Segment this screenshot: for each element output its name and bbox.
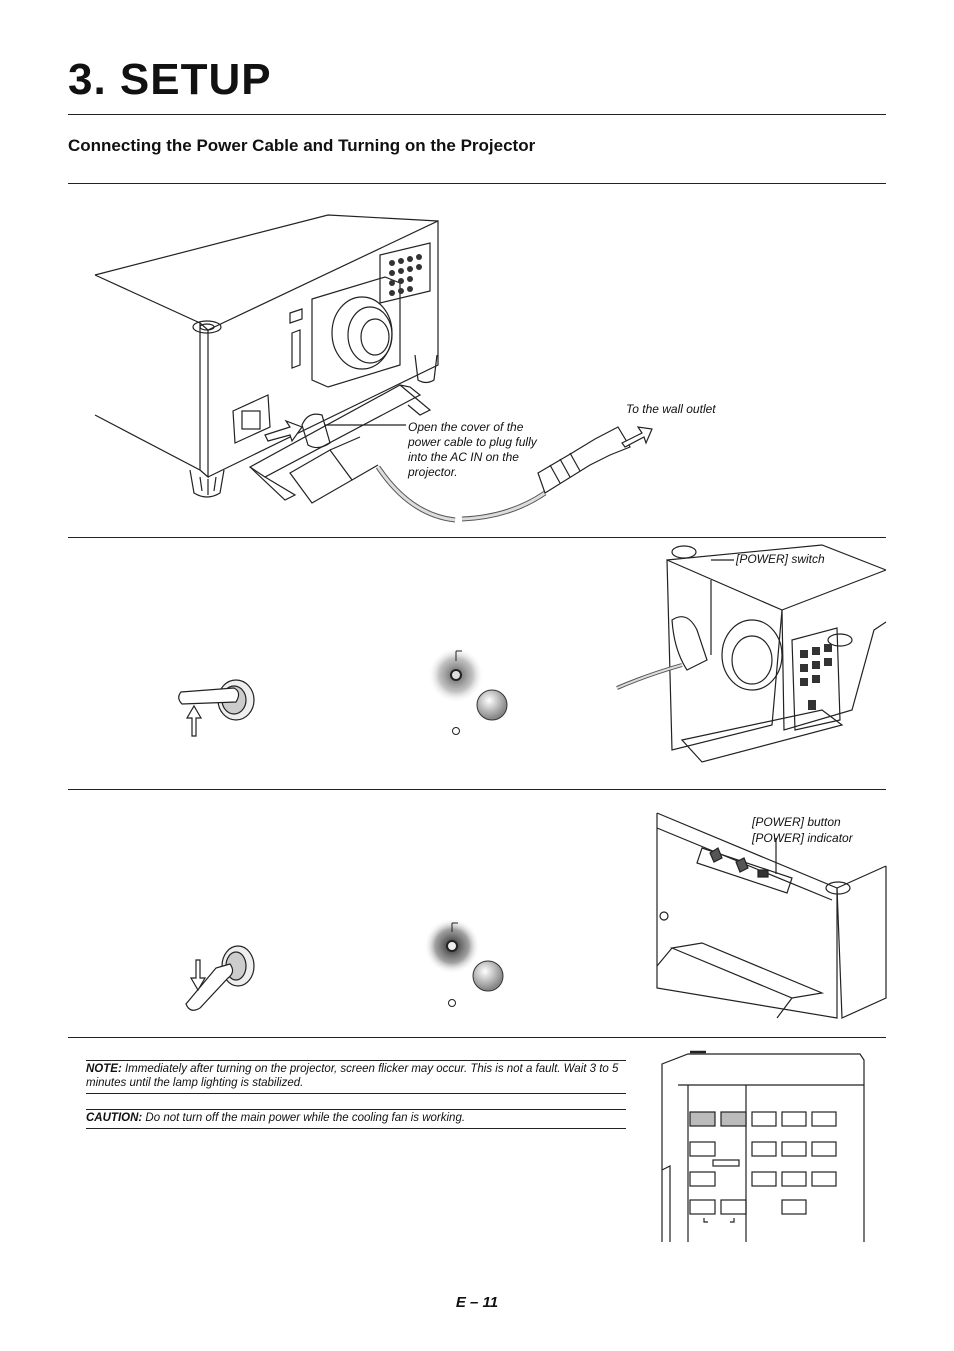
power-indicator-label: [POWER] indicator — [752, 831, 853, 845]
power-switch-label: [POWER] switch — [736, 552, 825, 566]
section-divider-3 — [68, 789, 886, 790]
caution-text: Do not turn off the main power while the… — [145, 1112, 466, 1124]
note-label: NOTE: — [86, 1063, 122, 1075]
section-divider-4 — [68, 1037, 886, 1038]
projector-power-switch-illustration — [616, 544, 887, 763]
power-indicator-on-illustration — [424, 918, 504, 1007]
caution-label: CAUTION: — [86, 1112, 143, 1124]
power-switch-on-illustration — [178, 679, 255, 737]
power-button-label: [POWER] button — [752, 815, 841, 829]
note-text: Immediately after turning on the project… — [86, 1063, 619, 1089]
arrow-down-icon — [189, 959, 207, 992]
projector-power-button-illustration — [656, 812, 887, 1019]
power-switch-off-illustration — [185, 945, 255, 1011]
note-block: NOTE: Immediately after turning on the p… — [86, 1062, 626, 1090]
note-top-rule — [86, 1060, 626, 1061]
page-number: E – 11 — [455, 1294, 499, 1311]
section-divider-1 — [68, 183, 886, 184]
note-bottom-rule — [86, 1093, 626, 1094]
projector-power-cable-illustration — [94, 214, 653, 523]
power-indicator-off-illustration — [428, 647, 508, 735]
arrow-up-icon — [185, 704, 203, 737]
caution-top-rule — [86, 1109, 626, 1110]
caution-bottom-rule — [86, 1128, 626, 1129]
section-divider-2 — [68, 537, 886, 538]
page-title: 3. SETUP — [68, 55, 272, 104]
cover-instruction-label: Open the cover of the power cable to plu… — [408, 420, 537, 479]
title-divider — [68, 114, 886, 115]
wall-outlet-label: To the wall outlet — [626, 402, 716, 416]
section-subtitle: Connecting the Power Cable and Turning o… — [68, 136, 536, 155]
caution-block: CAUTION: Do not turn off the main power … — [86, 1111, 626, 1125]
control-panel-illustration — [661, 1050, 865, 1242]
